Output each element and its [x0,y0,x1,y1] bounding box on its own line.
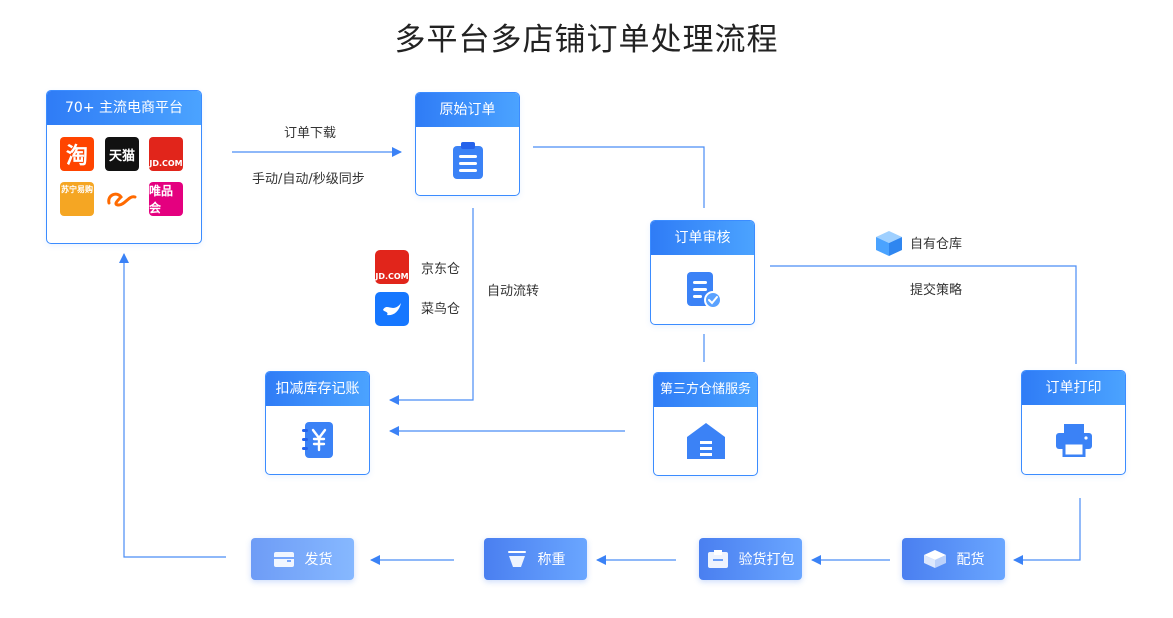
inspect-pack-label: 验货打包 [738,552,795,568]
allocate-label: 配货 [956,552,985,568]
label-auto-flow: 自动流转 [487,284,540,299]
platform-logos: 淘 天猫 JD.COM 苏宁易购 唯品会 [47,125,201,243]
order-review-title: 订单审核 [651,221,754,255]
third-party-node: 第三方仓储服务 [653,372,758,476]
arrow-print-to-allocate [1013,498,1081,565]
label-jd-warehouse: 京东仓 [421,262,461,277]
allocate-step: 配货 [902,538,1005,580]
third-party-title: 第三方仓储服务 [654,373,757,407]
document-check-icon [686,271,722,309]
package-icon [707,550,728,568]
cube-icon [874,229,904,261]
inventory-title: 扣减库存记账 [266,372,369,406]
printer-icon [1055,423,1092,457]
original-order-node: 原始订单 [415,92,520,196]
label-sync: 手动/自动/秒级同步 [252,172,365,187]
weigh-label: 称重 [537,552,566,568]
order-print-node: 订单打印 [1021,370,1126,475]
line-review-to-print [770,265,1077,364]
inspect-pack-step: 验货打包 [699,538,802,580]
inventory-node: 扣减库存记账 [265,371,370,475]
warehouse-icon [686,423,725,459]
cainiao-logo [375,292,409,326]
original-order-title: 原始订单 [416,93,519,127]
scale-icon [507,551,526,567]
label-order-download: 订单下载 [284,126,337,141]
alibaba-logo [105,182,139,216]
line-original-to-review [533,146,705,208]
jd-warehouse-logo: JD.COM [375,250,409,284]
arrow-ship-to-platforms [119,253,226,558]
page-title: 多平台多店铺订单处理流程 [394,22,779,58]
boxes-icon [923,550,946,568]
label-cainiao-warehouse: 菜鸟仓 [421,302,461,317]
ship-step: 发货 [251,538,354,580]
suning-logo: 苏宁易购 [60,182,94,216]
label-own-warehouse: 自有仓库 [910,237,963,252]
tmall-logo: 天猫 [105,137,139,171]
jd-logo: JD.COM [149,137,183,171]
weigh-step: 称重 [484,538,587,580]
label-submit-strategy: 提交策略 [910,283,963,298]
box-icon [273,552,294,567]
platforms-header: 70+ 主流电商平台 [47,91,201,125]
clipboard-icon [452,142,483,179]
taobao-logo: 淘 [60,137,94,171]
ship-label: 发货 [304,552,333,568]
platforms-card: 70+ 主流电商平台 淘 天猫 JD.COM 苏宁易购 唯品会 [46,90,202,244]
vipshop-logo: 唯品会 [149,182,183,216]
order-review-node: 订单审核 [650,220,755,325]
arrow-original-to-inventory [389,208,474,405]
order-print-title: 订单打印 [1022,371,1125,405]
ledger-yen-icon [301,422,333,458]
